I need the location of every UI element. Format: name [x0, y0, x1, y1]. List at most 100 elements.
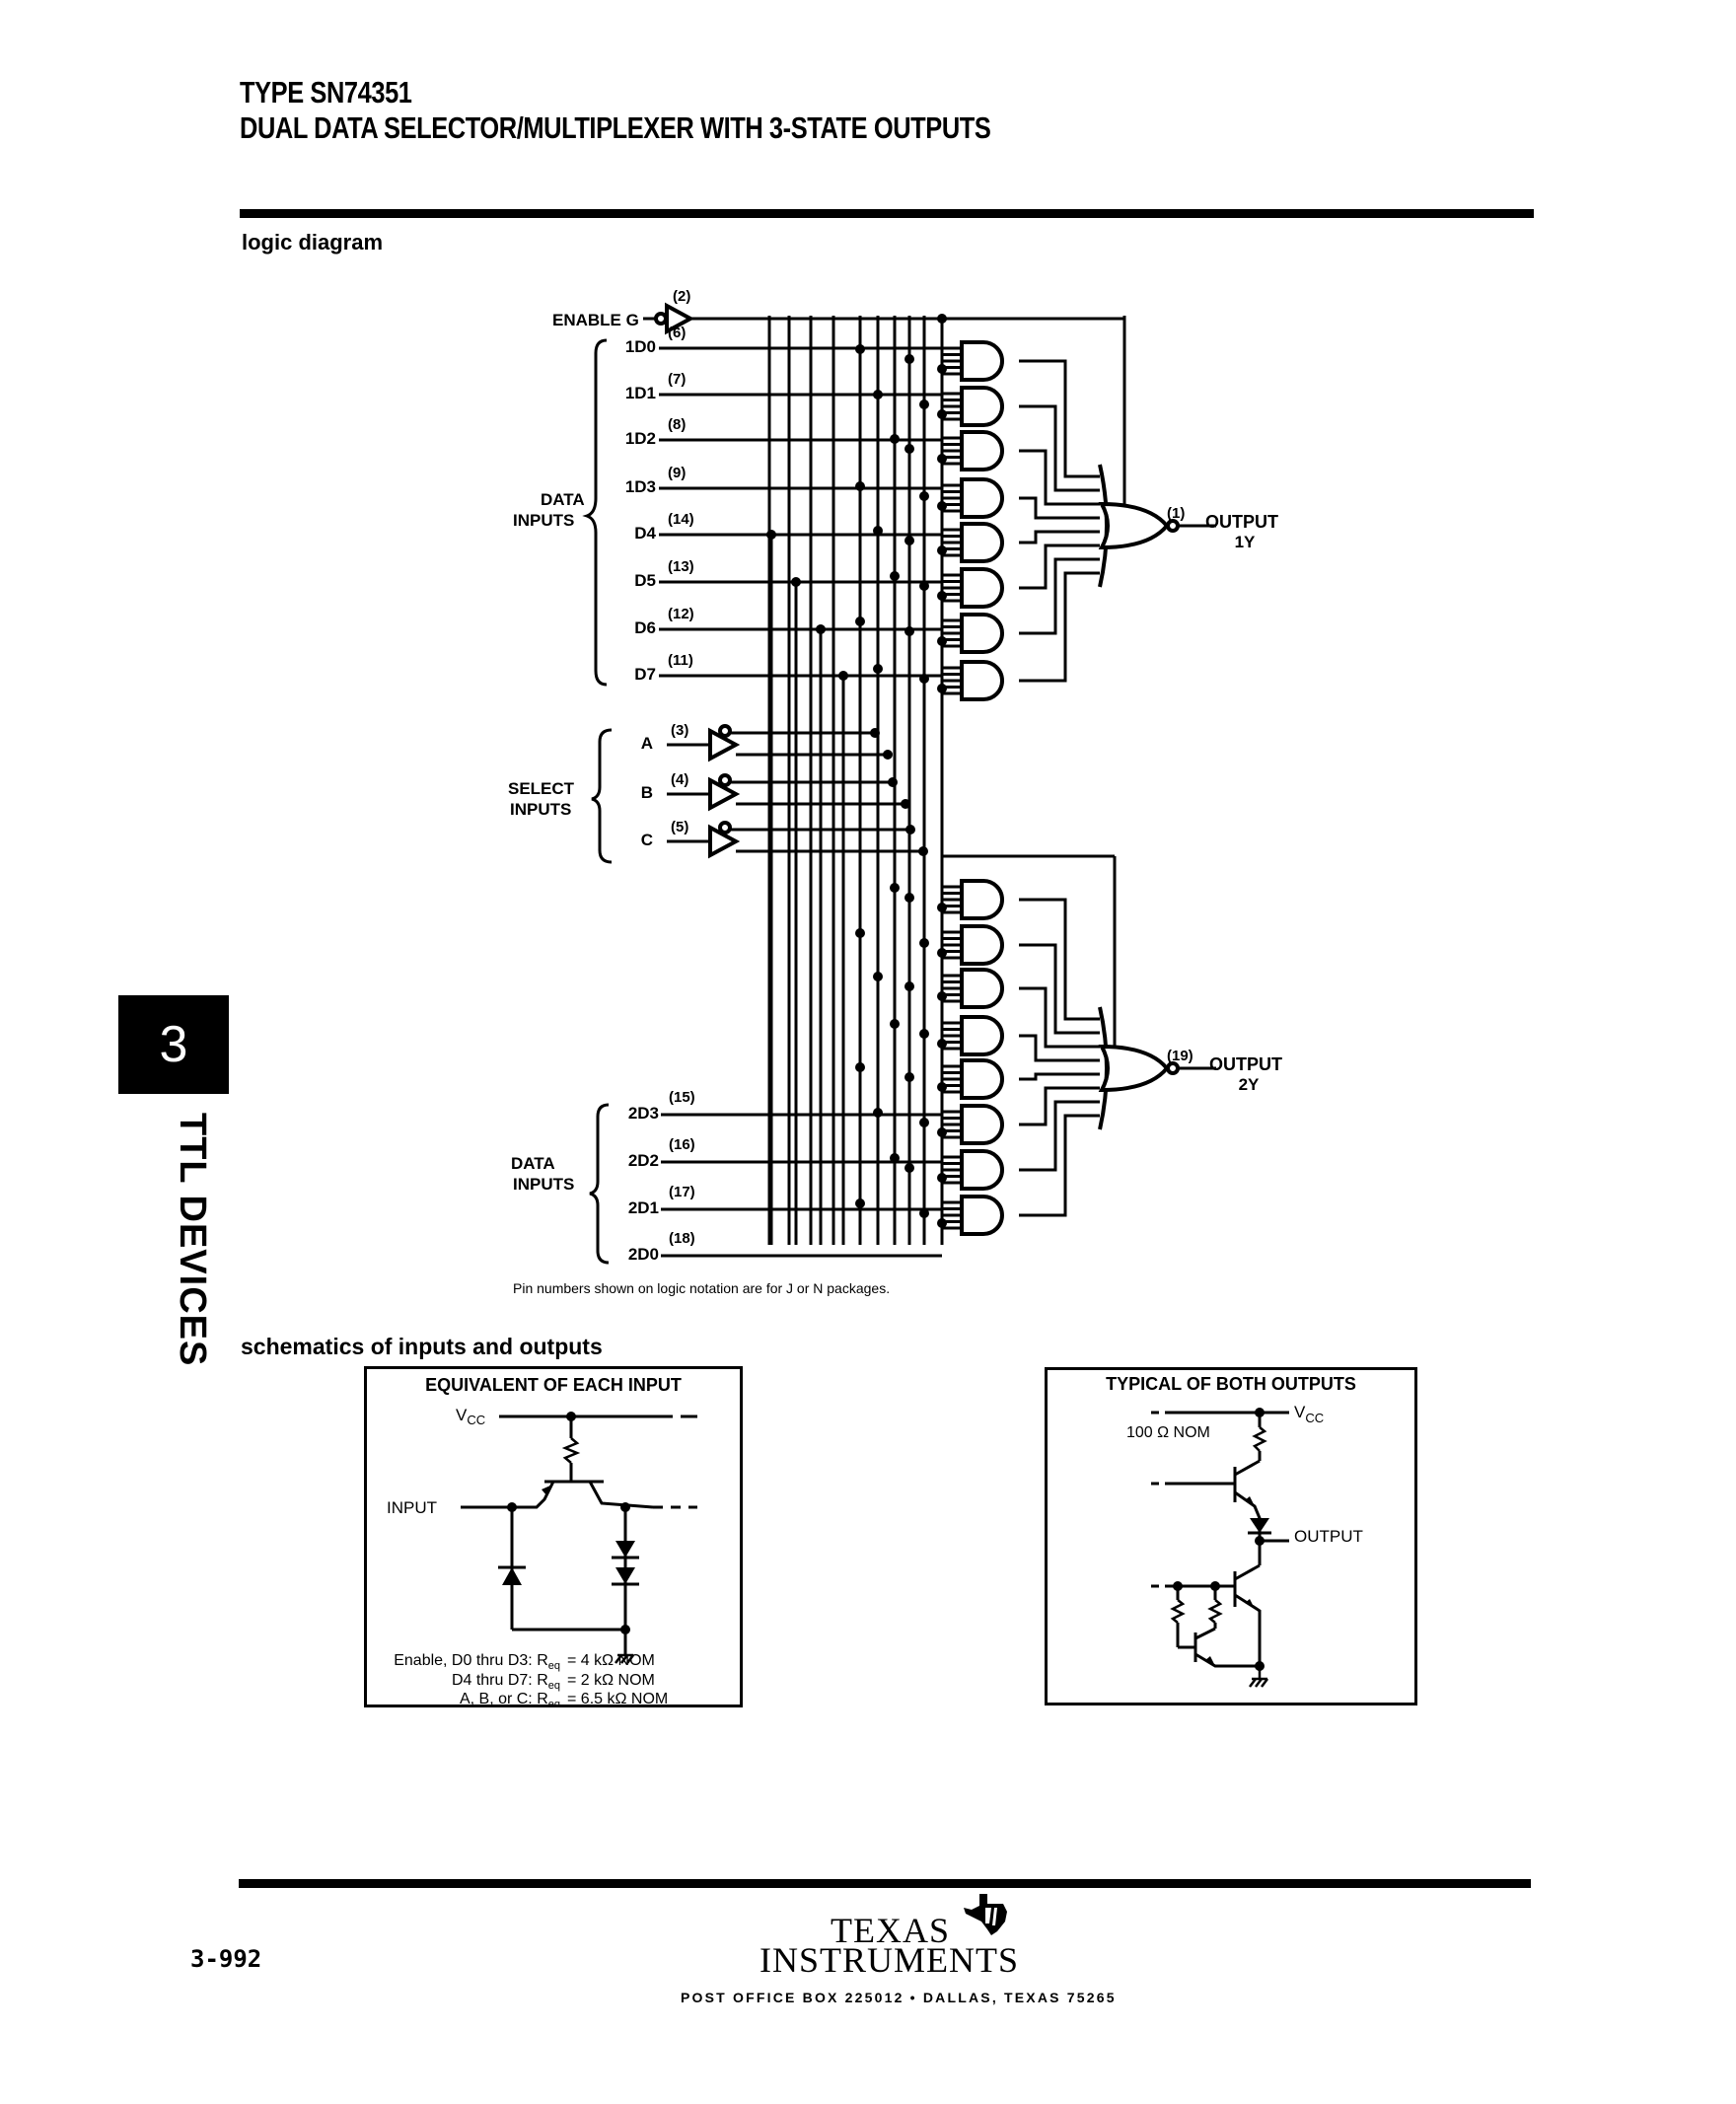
junction-dot — [873, 390, 883, 399]
junction-dot — [904, 536, 914, 545]
junction-dot — [791, 577, 801, 587]
junction-dot — [904, 626, 914, 636]
data-input-label-D6: D6 — [634, 618, 656, 637]
junction-dot — [890, 434, 900, 444]
junction-dot — [918, 846, 928, 856]
junction-dot — [890, 883, 900, 893]
output-circuit — [1151, 1411, 1289, 1671]
section-heading-logic-diagram: logic diagram — [242, 230, 384, 254]
gate-output-wire-1 — [1019, 404, 1100, 492]
junction-dot — [890, 1019, 900, 1029]
junction-dot — [901, 799, 910, 809]
junction-dot — [904, 444, 914, 454]
pin-label: (8) — [668, 416, 686, 433]
chapter-tab[interactable]: 3 — [118, 995, 229, 1094]
ti-logo-icon — [964, 1894, 1007, 1935]
pin-label: (11) — [668, 652, 693, 669]
data-input-label-2D2: 2D2 — [628, 1151, 659, 1170]
junction-dot — [937, 501, 947, 511]
output-label: OUTPUT — [1209, 1054, 1282, 1074]
junction-dot — [937, 1173, 947, 1183]
diode-icon — [615, 1567, 635, 1584]
and-gate-2-1 — [960, 924, 1004, 966]
junction-dot — [919, 581, 929, 591]
junction-dot — [919, 1208, 929, 1218]
enable-label: ENABLE G — [552, 311, 639, 329]
junction-dot — [855, 1198, 865, 1208]
junction-dot — [937, 454, 947, 464]
junction-dot — [937, 1082, 947, 1092]
pin-label: (12) — [668, 606, 694, 622]
section-heading-schematics: schematics of inputs and outputs — [241, 1334, 603, 1359]
pin-label: (16) — [669, 1136, 695, 1153]
nor-gate-1y-bubble — [1166, 519, 1180, 533]
gate-output-wire-1 — [1019, 544, 1100, 590]
select-inversion-bubble — [718, 724, 732, 738]
junction-dot — [855, 617, 865, 626]
junction-dot — [873, 1108, 883, 1118]
pin-label: (9) — [668, 465, 686, 481]
group-label: SELECT — [508, 779, 575, 798]
req-notes: Enable, D0 thru D3: Req = 4 kΩ NOM D4 th… — [394, 1652, 668, 1710]
junction-dot — [937, 636, 947, 646]
ground-icon — [615, 1653, 634, 1664]
junction-dot — [766, 530, 776, 540]
junction-dot — [870, 728, 880, 738]
junction-dot — [904, 1163, 914, 1173]
gate-output-wire-2 — [1019, 986, 1100, 1049]
junction-dot — [905, 825, 915, 834]
junction-dot — [904, 1072, 914, 1082]
gate-output-wire-1 — [1019, 449, 1100, 506]
junction-dot — [873, 664, 883, 674]
pin-label: (13) — [668, 558, 694, 575]
pin-label: (3) — [671, 722, 688, 739]
group-label: INPUTS — [513, 511, 574, 530]
junction-dot — [873, 972, 883, 981]
select-input-label-C: C — [641, 831, 653, 849]
data-input-label-2D0: 2D0 — [628, 1245, 659, 1264]
output-name: 2Y — [1239, 1075, 1260, 1094]
junction-dot — [937, 684, 947, 693]
junction-dot — [937, 545, 947, 555]
junction-dot — [937, 1039, 947, 1049]
and-gate-2-5 — [960, 1104, 1004, 1145]
diode-icon — [1250, 1518, 1269, 1533]
brace-select-inputs — [591, 728, 613, 864]
junction-dot — [873, 526, 883, 536]
junction-dot — [855, 344, 865, 354]
junction-dot — [919, 491, 929, 501]
nor-gate-1y — [1098, 501, 1170, 550]
pin-label: (5) — [671, 819, 688, 835]
output-circuit-symbols — [1173, 1408, 1269, 1671]
output-label: OUTPUT — [1294, 1527, 1363, 1546]
junction-dot — [919, 938, 929, 948]
input-circuit — [461, 1415, 697, 1655]
gate-output-wire-2 — [1019, 1100, 1100, 1172]
svg-text:= 2 kΩ NOM: = 2 kΩ NOM — [567, 1672, 655, 1689]
and-gate-2-0 — [960, 879, 1004, 920]
input-schematic-box: EQUIVALENT OF EACH INPUT VCC INPUT — [364, 1366, 743, 1710]
input-schematic: EQUIVALENT OF EACH INPUT VCC INPUT — [387, 1375, 697, 1710]
junction-dot — [890, 1153, 900, 1163]
footer-rule — [239, 1879, 1531, 1888]
diode-icon — [615, 1541, 635, 1558]
pin-label: (15) — [669, 1089, 695, 1106]
select-input-label-A: A — [641, 734, 653, 753]
junction-dot — [855, 481, 865, 491]
junction-dot — [919, 399, 929, 409]
gate-output-wire-1 — [1019, 359, 1100, 478]
junction-dot — [816, 624, 826, 634]
chapter-number: 3 — [159, 1016, 188, 1073]
svg-text:A, B, or C: Req: A, B, or C: Req — [460, 1691, 560, 1705]
nor-gate-2y-bubble — [1166, 1061, 1180, 1075]
data-input-label-D7: D7 — [634, 665, 656, 684]
junction-dot — [855, 928, 865, 938]
pin-label: (6) — [668, 325, 686, 341]
and-gate-1-1 — [960, 386, 1004, 427]
and-gate-1-2 — [960, 430, 1004, 472]
and-gate-2-2 — [960, 968, 1004, 1009]
brace-data-inputs-2 — [589, 1103, 610, 1265]
pin-label: (17) — [669, 1184, 695, 1200]
gate-output-wire-1 — [1019, 496, 1100, 520]
select-buffer-B — [708, 776, 741, 812]
